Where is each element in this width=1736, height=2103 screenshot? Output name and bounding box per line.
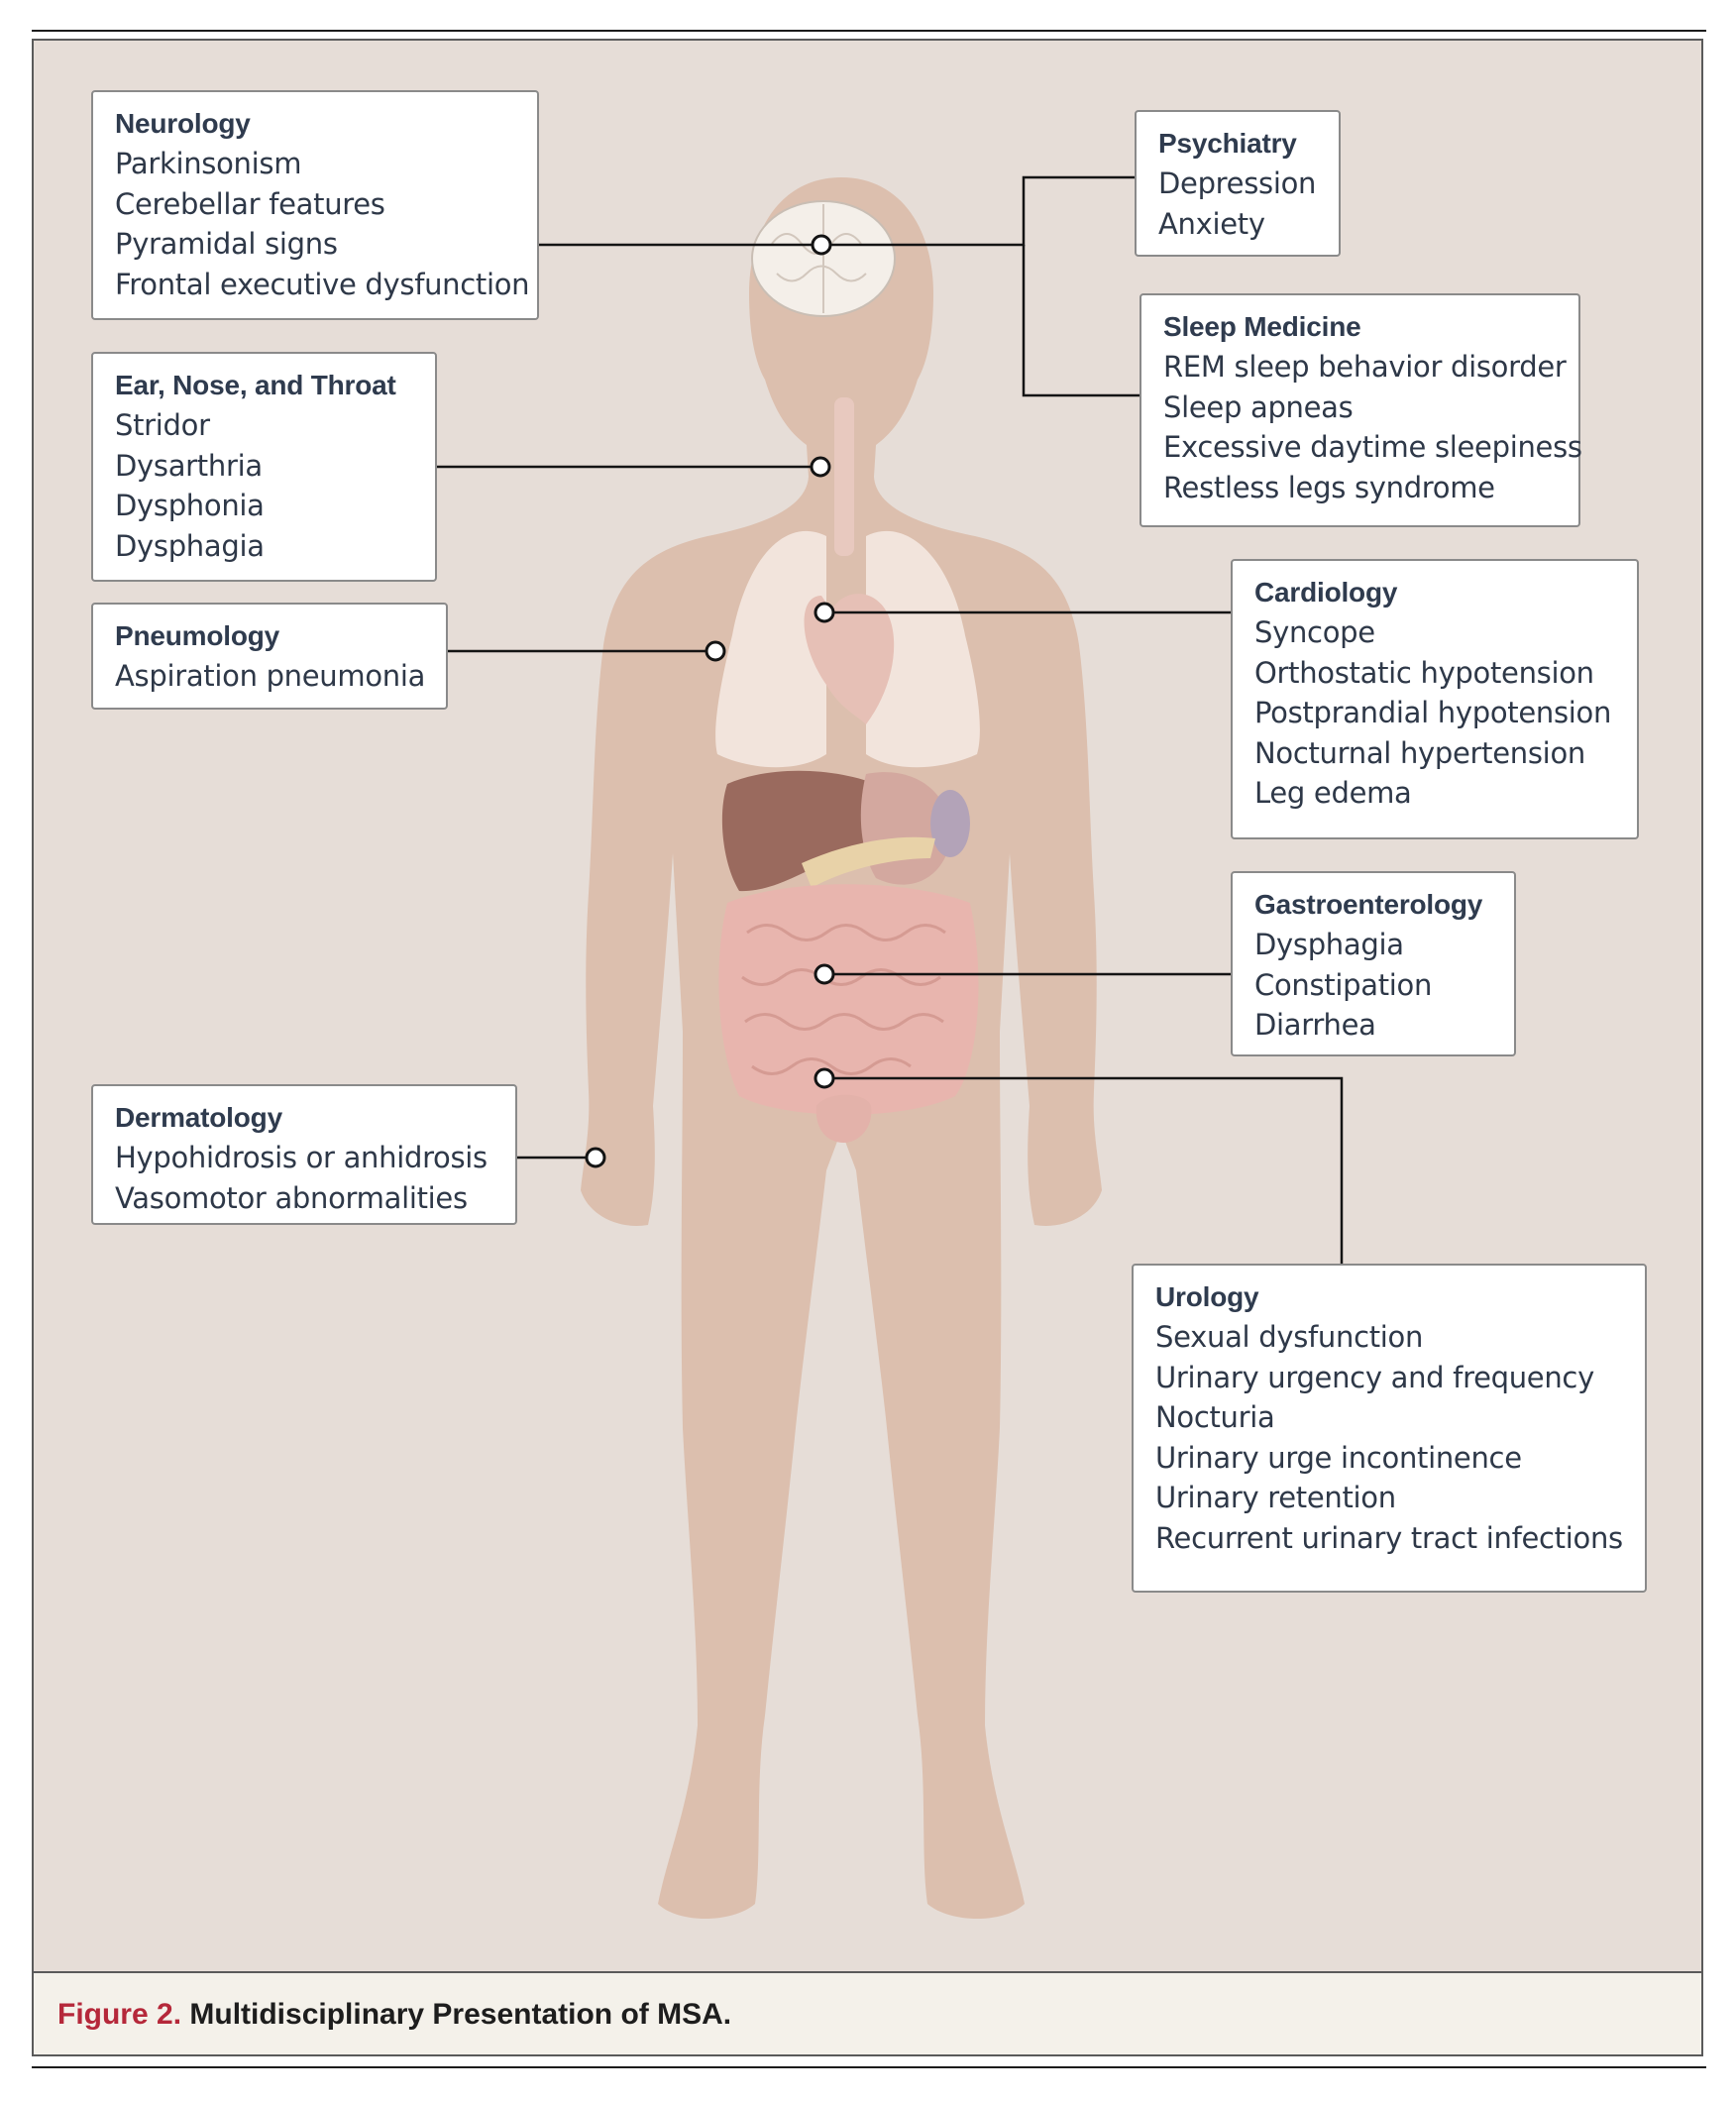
psychiatry-title: Psychiatry bbox=[1158, 128, 1297, 159]
ent-item: Dysarthria bbox=[115, 448, 263, 483]
sleep-medicine-title: Sleep Medicine bbox=[1163, 311, 1361, 342]
bottom-rule bbox=[32, 2066, 1706, 2068]
sleep-medicine-item: Restless legs syndrome bbox=[1163, 470, 1495, 504]
neurology-item: Parkinsonism bbox=[115, 147, 302, 180]
marker-lung bbox=[705, 640, 726, 662]
marker-throat bbox=[810, 456, 831, 478]
urology-item: Recurrent urinary tract infections bbox=[1155, 1520, 1623, 1555]
urology-item: Urinary urge incontinence bbox=[1155, 1440, 1522, 1475]
pancreas bbox=[802, 836, 935, 888]
psychiatry-box: Psychiatry Depression Anxiety bbox=[1135, 110, 1341, 257]
urology-box: Urology Sexual dysfunction Urinary urgen… bbox=[1132, 1264, 1647, 1593]
dermatology-item: Hypohidrosis or anhidrosis bbox=[115, 1141, 488, 1174]
ent-title: Ear, Nose, and Throat bbox=[115, 370, 396, 400]
pneumology-item: Aspiration pneumonia bbox=[115, 659, 426, 693]
cardiology-title: Cardiology bbox=[1254, 577, 1398, 608]
connector-sleep bbox=[1022, 245, 1139, 397]
dermatology-item: Vasomotor abnormalities bbox=[115, 1180, 468, 1215]
figure-caption: Figure 2. Multidisciplinary Presentation… bbox=[34, 1971, 1701, 2054]
neurology-title: Neurology bbox=[115, 108, 251, 139]
sleep-medicine-item: Sleep apneas bbox=[1163, 389, 1354, 424]
psychiatry-item: Anxiety bbox=[1158, 206, 1265, 241]
urology-item: Urinary retention bbox=[1155, 1481, 1396, 1514]
urology-item: Sexual dysfunction bbox=[1155, 1320, 1424, 1354]
marker-hand bbox=[585, 1147, 606, 1168]
psychiatry-item: Depression bbox=[1158, 166, 1317, 200]
marker-intestine bbox=[814, 963, 835, 985]
dermatology-title: Dermatology bbox=[115, 1102, 282, 1133]
dermatology-box: Dermatology Hypohidrosis or anhidrosis V… bbox=[91, 1084, 517, 1225]
sleep-medicine-item: REM sleep behavior disorder bbox=[1163, 350, 1567, 384]
ent-item: Stridor bbox=[115, 408, 210, 442]
neurology-box: Neurology Parkinsonism Cerebellar featur… bbox=[91, 90, 539, 320]
cardiology-item: Syncope bbox=[1254, 615, 1375, 649]
urology-item: Nocturia bbox=[1155, 1400, 1275, 1434]
spleen bbox=[930, 790, 970, 857]
cardiology-item: Nocturnal hypertension bbox=[1254, 735, 1585, 770]
left-lung bbox=[715, 530, 826, 768]
pneumology-title: Pneumology bbox=[115, 620, 280, 651]
gastroenterology-item: Diarrhea bbox=[1254, 1008, 1376, 1042]
right-lung bbox=[866, 530, 980, 768]
liver bbox=[721, 770, 902, 892]
cardiology-item: Orthostatic hypotension bbox=[1254, 655, 1594, 690]
pneumology-box: Pneumology Aspiration pneumonia bbox=[91, 603, 448, 710]
ent-box: Ear, Nose, and Throat Stridor Dysarthria… bbox=[91, 352, 437, 582]
top-rule bbox=[32, 30, 1706, 32]
ent-item: Dysphagia bbox=[115, 528, 265, 563]
cardiology-box: Cardiology Syncope Orthostatic hypotensi… bbox=[1231, 559, 1639, 839]
sleep-medicine-item: Excessive daytime sleepiness bbox=[1163, 430, 1582, 464]
ent-item: Dysphonia bbox=[115, 489, 265, 522]
intestines bbox=[718, 884, 979, 1115]
neurology-item: Cerebellar features bbox=[115, 186, 385, 221]
marker-bladder bbox=[814, 1067, 835, 1089]
sleep-medicine-box: Sleep Medicine REM sleep behavior disord… bbox=[1139, 293, 1582, 527]
figure-frame: Neurology Parkinsonism Cerebellar featur… bbox=[32, 39, 1703, 2056]
urology-title: Urology bbox=[1155, 1281, 1259, 1312]
gastroenterology-box: Gastroenterology Dysphagia Constipation … bbox=[1231, 871, 1516, 1056]
trachea bbox=[834, 397, 854, 556]
connector-psychiatry bbox=[821, 175, 1135, 247]
gastroenterology-item: Constipation bbox=[1254, 967, 1433, 1002]
marker-heart bbox=[814, 602, 835, 623]
connector-urology bbox=[824, 1076, 1344, 1264]
caption-title: Multidisciplinary Presentation of MSA. bbox=[189, 1998, 732, 2031]
gastroenterology-title: Gastroenterology bbox=[1254, 889, 1483, 920]
bladder bbox=[815, 1094, 872, 1143]
cardiology-item: Postprandial hypotension bbox=[1254, 696, 1612, 729]
anatomy-illustration bbox=[437, 175, 1344, 1919]
heart bbox=[804, 594, 895, 724]
intestine-coils bbox=[741, 924, 946, 1075]
neurology-item: Pyramidal signs bbox=[115, 227, 338, 261]
caption-label: Figure 2. bbox=[57, 1998, 182, 2031]
urology-item: Urinary urgency and frequency bbox=[1155, 1360, 1594, 1394]
neurology-item: Frontal executive dysfunction bbox=[115, 267, 530, 301]
gastroenterology-item: Dysphagia bbox=[1254, 928, 1404, 961]
cardiology-item: Leg edema bbox=[1254, 776, 1412, 810]
marker-brain bbox=[811, 234, 832, 256]
